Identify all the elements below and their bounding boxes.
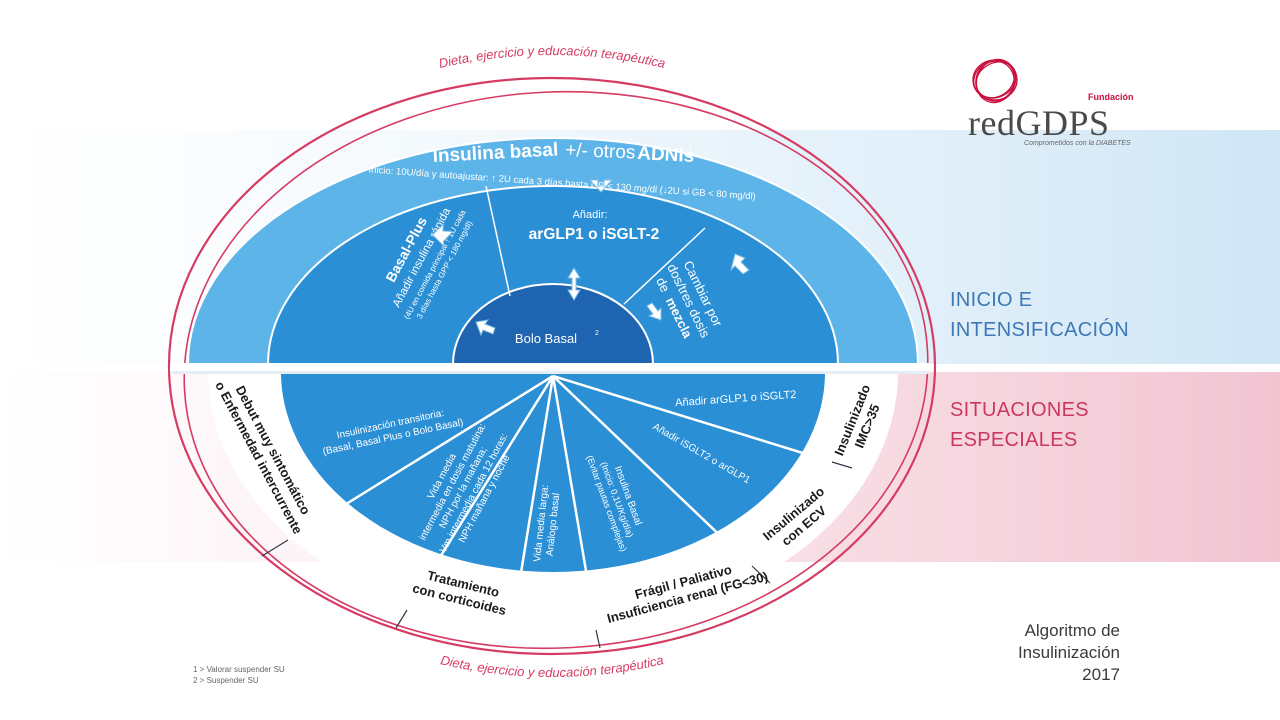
adnis-superscript: 1 xyxy=(688,141,693,150)
section-divider-shadow xyxy=(170,371,930,374)
outer-ring-label-bottom: Dieta, ejercicio y educación terapéutica xyxy=(439,652,665,680)
logo-tagline: Comprometidos con la DIABETES xyxy=(1024,140,1131,147)
otros-label: +/- otros xyxy=(565,140,636,163)
inicio-heading: INICIO E INTENSIFICACIÓN xyxy=(950,285,1129,345)
logo-wordmark: redGDPS xyxy=(968,103,1110,143)
outer-ring-2 xyxy=(183,90,929,650)
logo-fundacion-label: Fundación xyxy=(1088,92,1134,102)
inicio-heading-line1: INICIO E xyxy=(950,289,1033,311)
flow-arrows xyxy=(431,179,750,337)
adnis-label: ADNIs xyxy=(637,143,695,167)
algorithm-title-line2: Insulinización xyxy=(1017,643,1120,662)
especiales-heading-line1: SITUACIONES xyxy=(950,399,1089,421)
divider-right xyxy=(623,227,706,305)
especiales-heading: SITUACIONES ESPECIALES xyxy=(950,395,1089,455)
divider-left xyxy=(485,185,511,297)
inicio-heading-line2: INTENSIFICACIÓN xyxy=(950,319,1129,341)
footnote-2: 2 > Suspender SU xyxy=(193,676,259,685)
redgdps-logo-icon xyxy=(972,58,1018,104)
especiales-inner-layer xyxy=(281,372,825,572)
footnotes: 1 > Valorar suspender SU 2 > Suspender S… xyxy=(193,664,285,686)
algorithm-title-line1: Algoritmo de xyxy=(1024,621,1120,640)
outer-ring-label-top: Dieta, ejercicio y educación terapéutica xyxy=(437,43,667,71)
bolo-basal-core xyxy=(452,283,654,364)
arglp1-isglt2-label: arGLP1 o iSGLT-2 xyxy=(529,226,660,243)
especiales-heading-line2: ESPECIALES xyxy=(950,429,1078,451)
bolo-basal-label: Bolo Basal xyxy=(515,331,577,346)
radial-dividers xyxy=(287,374,833,631)
section-divider xyxy=(170,363,930,373)
algorithm-title-line3: 2017 xyxy=(1082,665,1120,684)
algorithm-title: Algoritmo de Insulinización 2017 xyxy=(1000,620,1120,686)
outer-ring-1 xyxy=(167,76,937,656)
intensification-layer xyxy=(267,185,839,364)
bolo-basal-superscript: 2 xyxy=(595,330,599,337)
footnote-1: 1 > Valorar suspender SU xyxy=(193,665,285,674)
anadir-label: Añadir: xyxy=(573,209,608,221)
